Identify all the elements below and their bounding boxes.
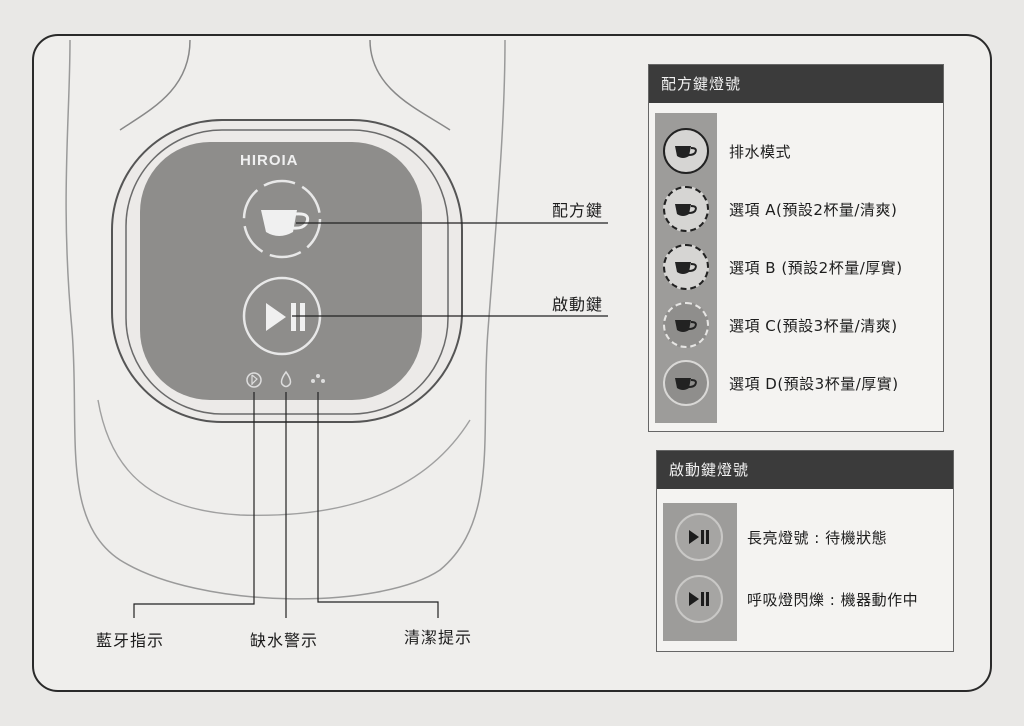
recipe-panel-title: 配方鍵燈號 xyxy=(649,65,943,103)
cup-icon xyxy=(261,210,310,236)
cup-icon xyxy=(663,186,709,232)
start-row-breathing: 呼吸燈閃爍 : 機器動作中 xyxy=(675,573,918,625)
cup-icon xyxy=(663,360,709,406)
cup-icon xyxy=(663,244,709,290)
bluetooth-leader xyxy=(133,392,255,618)
cup-icon xyxy=(663,128,709,174)
row-label: 長亮燈號 : 待機狀態 xyxy=(747,528,888,547)
row-label: 選項 C(預設3杯量/清爽) xyxy=(729,316,898,335)
recipe-row-drain: 排水模式 xyxy=(663,125,791,177)
clean-leader xyxy=(317,392,439,618)
row-label: 呼吸燈閃爍 : 機器動作中 xyxy=(747,590,919,609)
brand-logo: HIROIA xyxy=(240,152,299,169)
row-label: 排水模式 xyxy=(729,142,792,161)
recipe-key-callout: 配方鍵 xyxy=(552,201,604,220)
bluetooth-icon xyxy=(246,372,262,388)
cup-icon xyxy=(663,302,709,348)
start-key-panel: 啟動鍵燈號 長亮燈號 : 待機狀態 呼吸燈閃爍 : 機器動作中 xyxy=(656,450,954,652)
play-pause-icon xyxy=(266,303,305,331)
cleaning-callout: 清潔提示 xyxy=(404,628,473,647)
recipe-row-c: 選項 C(預設3杯量/清爽) xyxy=(663,299,898,351)
play-pause-icon xyxy=(675,513,723,561)
play-pause-icon xyxy=(675,575,723,623)
recipe-key-button[interactable] xyxy=(242,179,322,259)
water-drop-icon xyxy=(280,370,292,388)
row-label: 選項 B (預設2杯量/厚實) xyxy=(729,258,903,277)
recipe-key-panel: 配方鍵燈號 排水模式 選項 A(預設2杯量/清爽) 選項 B (預設2杯量/厚實… xyxy=(648,64,944,432)
clean-icon xyxy=(311,374,325,383)
start-key-callout: 啟動鍵 xyxy=(552,295,604,314)
recipe-row-d: 選項 D(預設3杯量/厚實) xyxy=(663,357,899,409)
water-warning-callout: 缺水警示 xyxy=(250,631,319,650)
recipe-row-a: 選項 A(預設2杯量/清爽) xyxy=(663,183,897,235)
recipe-row-b: 選項 B (預設2杯量/厚實) xyxy=(663,241,903,293)
device-face xyxy=(140,142,422,400)
row-label: 選項 A(預設2杯量/清爽) xyxy=(729,200,898,219)
start-panel-title: 啟動鍵燈號 xyxy=(657,451,953,489)
bluetooth-callout: 藍牙指示 xyxy=(96,631,165,650)
start-row-steady: 長亮燈號 : 待機狀態 xyxy=(675,511,887,563)
row-label: 選項 D(預設3杯量/厚實) xyxy=(729,374,899,393)
